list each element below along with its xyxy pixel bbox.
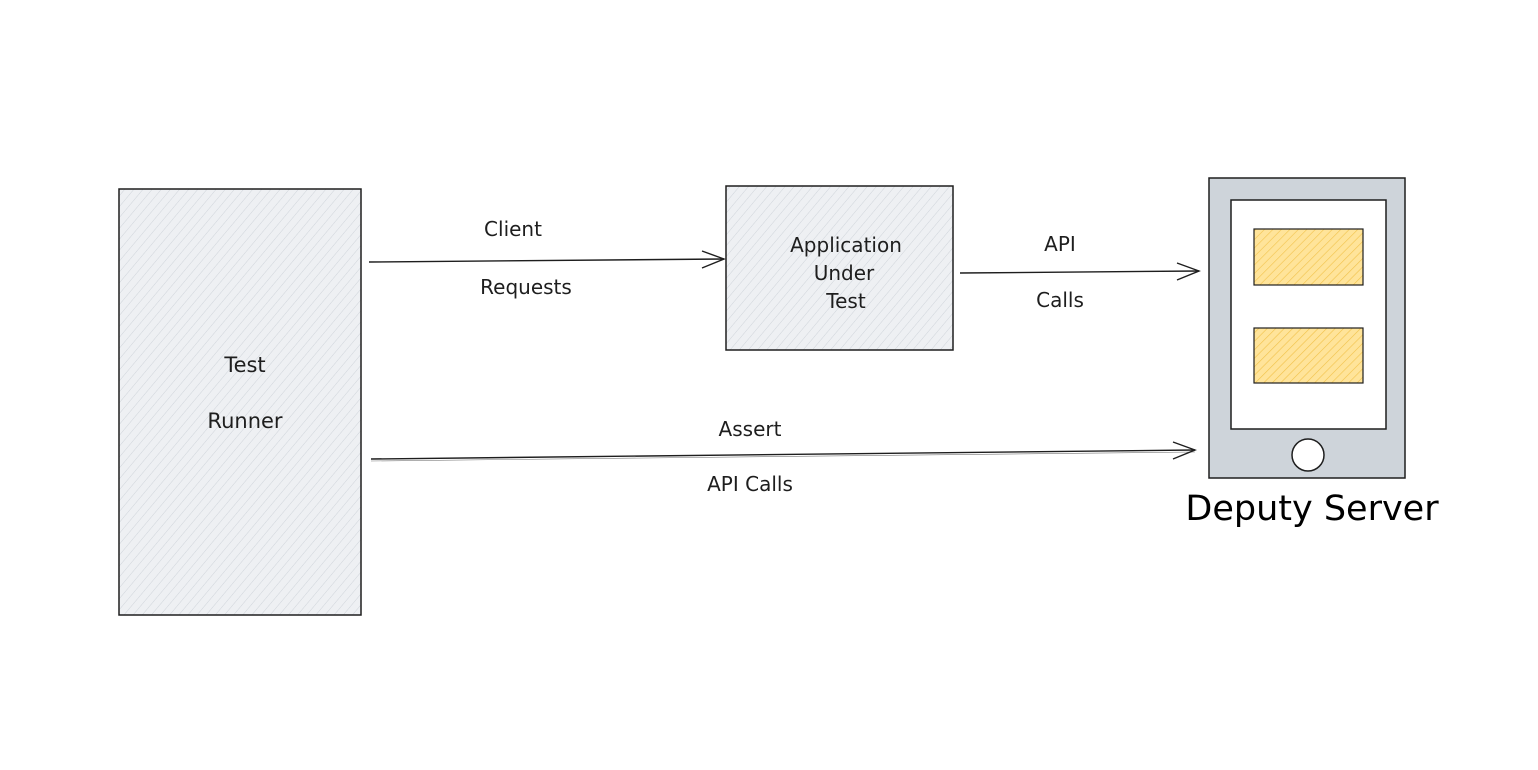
application-under-test-node: Application Under Test — [725, 185, 954, 351]
device-home-button — [1291, 438, 1325, 472]
api-calls-arrow-line — [959, 270, 1200, 274]
client-requests-label-line2: Requests — [480, 275, 572, 299]
api-calls-label-line1: API — [1044, 232, 1076, 256]
deputy-server-node: Deputy Server — [1185, 177, 1439, 529]
test-runner-box — [118, 188, 362, 616]
application-label-line2: Under — [814, 261, 875, 285]
server-block-top — [1253, 228, 1364, 286]
deputy-server-label: Deputy Server — [1185, 489, 1439, 529]
test-runner-label-line1: Test — [223, 353, 265, 377]
client-requests-label-line1: Client — [484, 217, 542, 241]
assert-api-calls-arrow-line-shadow — [370, 451, 1196, 462]
client-requests-arrowhead — [701, 250, 726, 269]
api-calls-label-line2: Calls — [1036, 288, 1084, 312]
client-requests-arrow-line — [368, 258, 725, 263]
assert-api-calls-arrow-line — [370, 449, 1196, 460]
test-runner-node: Test Runner — [118, 188, 362, 616]
test-runner-label-line2: Runner — [207, 409, 282, 433]
assert-api-calls-edge: Assert API Calls — [370, 417, 1197, 496]
assert-api-calls-label-line1: Assert — [719, 417, 782, 441]
application-label-line3: Test — [825, 289, 866, 313]
assert-api-calls-arrowhead — [1172, 441, 1197, 460]
assert-api-calls-label-line2: API Calls — [707, 472, 793, 496]
application-label-line1: Application — [790, 233, 902, 257]
client-requests-edge: Client Requests — [368, 217, 726, 299]
api-calls-arrowhead — [1176, 262, 1201, 281]
application-box — [725, 185, 954, 351]
api-calls-edge: API Calls — [959, 232, 1201, 312]
server-block-bottom — [1253, 327, 1364, 384]
